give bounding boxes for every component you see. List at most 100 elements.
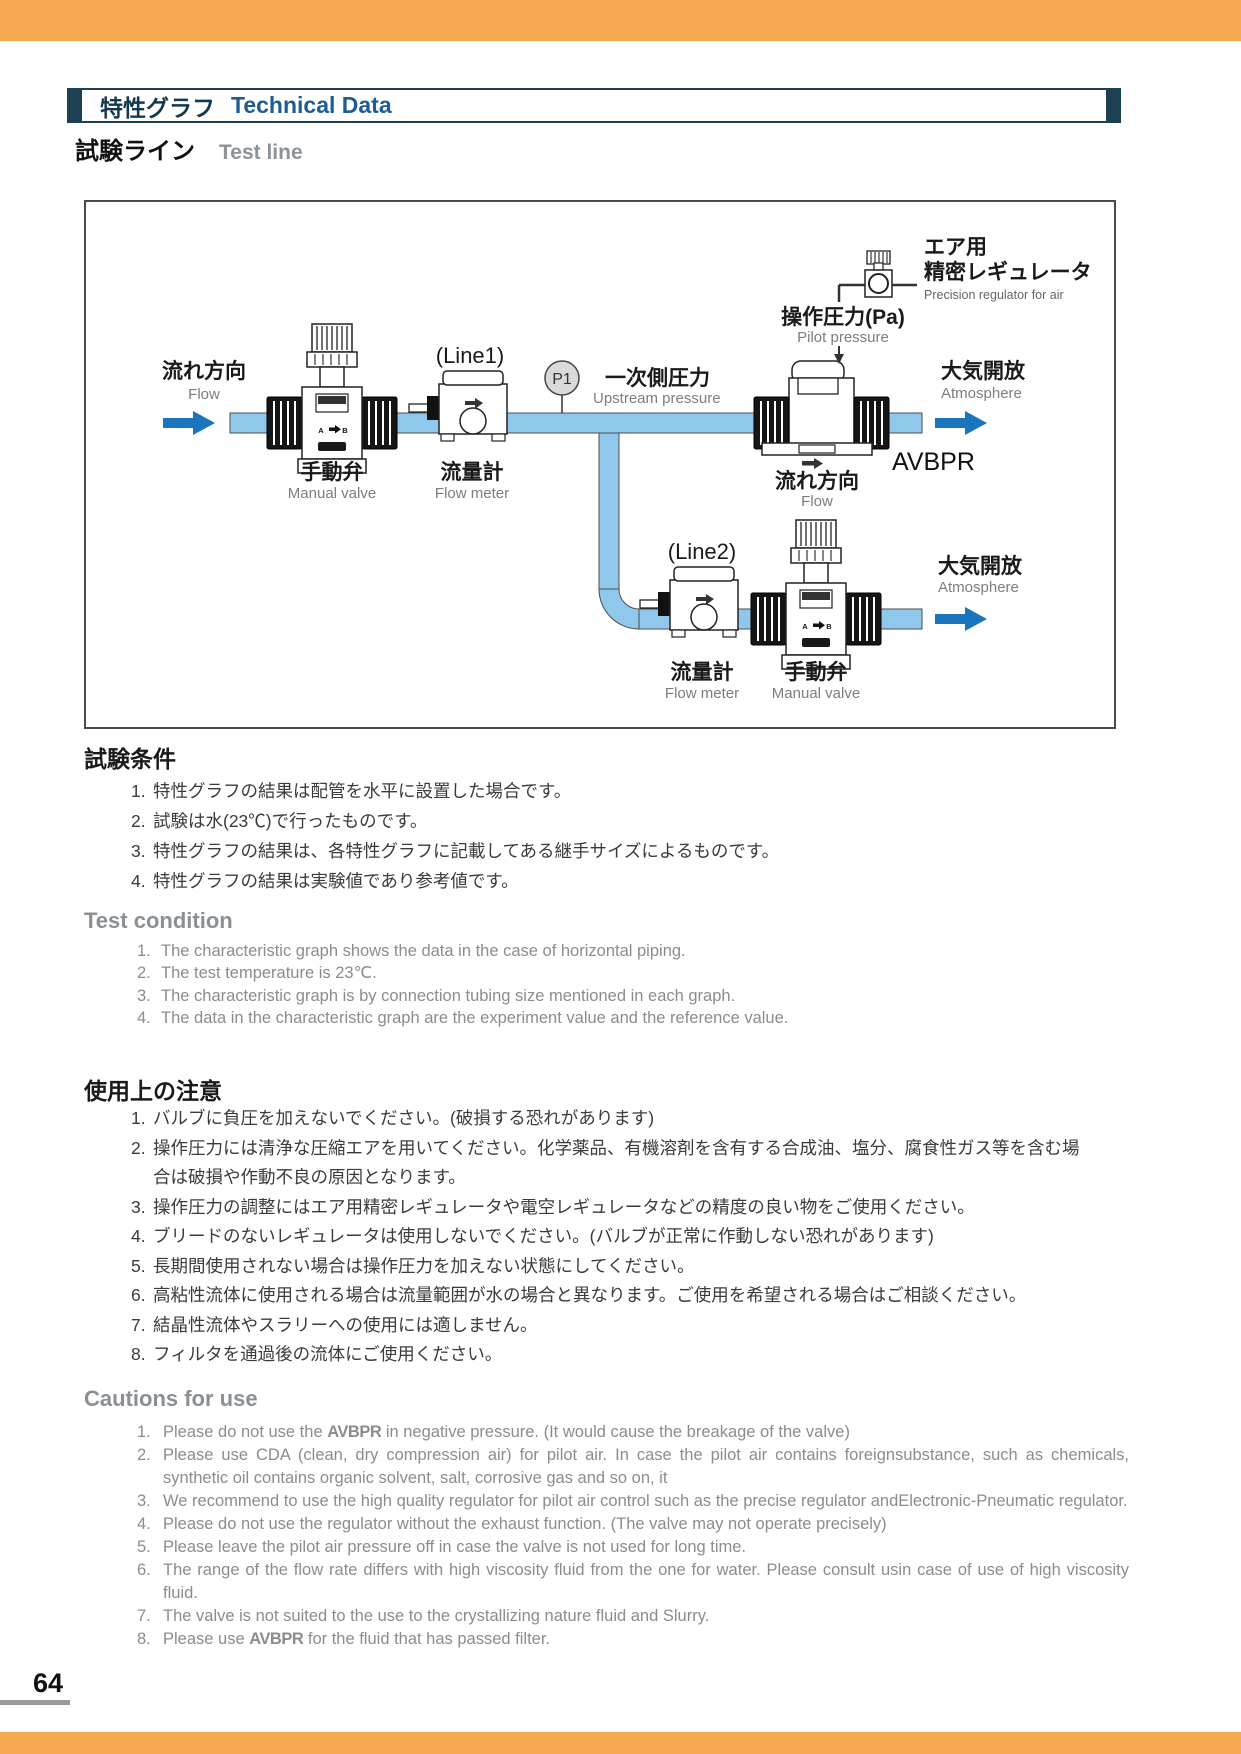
manual-valve-2-label-en: Manual valve — [772, 685, 860, 702]
list-item: 2.The test temperature is 23℃. — [137, 962, 1129, 984]
list-item: 1. バルブに負圧を加えないでください。(破損する恐れがあります) — [131, 1104, 1123, 1134]
item-text: ブリードのないレギュレータは使用しないでください。(バルブが正常に作動しない恐れ… — [153, 1226, 934, 1246]
pilot-arrow-icon — [834, 354, 844, 364]
item-number: 3. — [131, 841, 146, 861]
item-text: 結晶性流体やスラリーへの使用には適しません。 — [153, 1314, 538, 1335]
test-condition-list-ja: 1.特性グラフの結果は配管を水平に設置した場合です。 2. 試験は水(23℃)で行… — [131, 776, 1121, 896]
list-item: 4. ブリードのないレギュレータは使用しないでください。(バルブが正常に作動しない… — [131, 1222, 1123, 1252]
item-number: 1. — [137, 942, 151, 960]
pilot-pressure-label-ja: 操作圧力(Pa) — [781, 305, 905, 329]
page-number: 64 — [33, 1668, 64, 1698]
flow-meter-2-label-ja: 流量計 — [671, 660, 734, 684]
flow-right-label-en: Flow — [801, 493, 833, 510]
line1-label: (Line1) — [436, 343, 504, 368]
avbpr-valve-symbol — [753, 360, 890, 469]
item-text: 操作圧力には清浄な圧縮エアを用いてください。化学薬品、有機溶剤を含有する合成油、… — [153, 1137, 1080, 1188]
manual-valve-1-label-ja: 手動弁 — [301, 460, 364, 484]
item-text: Please use AVBPR for the fluid that has … — [163, 1628, 1129, 1651]
avbpr-label: AVBPR — [892, 448, 975, 476]
item-number: 6. — [131, 1285, 146, 1305]
item-text: 操作圧力の調整にはエア用精密レギュレータや電空レギュレータなどの精度の良い物をご… — [153, 1196, 975, 1217]
gauge-p1-label: P1 — [552, 371, 572, 388]
flow-meter-2-label-en: Flow meter — [665, 685, 739, 702]
item-number: 4. — [137, 1009, 151, 1028]
list-item: 6. 高粘性流体に使用される場合は流量範囲が水の場合と異なります。ご使用を希望され… — [131, 1281, 1123, 1311]
line2-label: (Line2) — [668, 539, 736, 564]
section-header-bar: 特性グラフ Technical Data — [67, 88, 1121, 123]
item-text-post: for the fluid that has passed filter. — [303, 1630, 551, 1648]
item-text: バルブに負圧を加えないでください。(破損する恐れがあります) — [153, 1108, 655, 1128]
test-condition-heading-ja: 試験条件 — [84, 746, 176, 772]
pressure-gauge-p1: P1 — [544, 360, 580, 413]
item-number: 8. — [131, 1344, 146, 1364]
item-text: 高粘性流体に使用される場合は流量範囲が水の場合と異なります。ご使用を希望される場… — [153, 1285, 1027, 1305]
item-number: 1. — [131, 1108, 146, 1128]
page-number-underline — [0, 1700, 70, 1705]
list-item: 1.Please do not use the AVBPR in negativ… — [137, 1421, 1129, 1444]
upstream-pressure-label-en: Upstream pressure — [593, 390, 721, 407]
avbpr-brand: AVBPR — [327, 1423, 382, 1441]
item-text: Please do not use the regulator without … — [163, 1515, 887, 1533]
item-number: 2. — [137, 1446, 151, 1464]
header-navy-block-left — [69, 90, 82, 121]
item-text: The data in the characteristic graph are… — [161, 1009, 789, 1028]
item-number: 7. — [131, 1314, 146, 1335]
test-line-heading-ja: 試験ライン — [75, 138, 195, 165]
atmosphere-2-label-ja: 大気開放 — [938, 554, 1023, 578]
item-text: The characteristic graph shows the data … — [161, 942, 686, 960]
air-regulator-label-ja1: エア用 — [924, 236, 987, 259]
item-number: 3. — [131, 1196, 146, 1217]
list-item: 8. Please use AVBPR for the fluid that ha… — [137, 1628, 1129, 1651]
flow-left-label-ja: 流れ方向 — [162, 359, 246, 383]
item-text-pre: Please do not use the — [163, 1423, 328, 1441]
pilot-air-line — [834, 283, 917, 364]
upstream-pressure-label-ja: 一次側圧力 — [605, 366, 710, 390]
manual-valve-1-label-en: Manual valve — [288, 485, 376, 502]
item-text: 長期間使用されない場合は操作圧力を加えない状態にしてください。 — [153, 1255, 695, 1276]
item-number: 2. — [131, 811, 146, 831]
test-condition-heading-en: Test condition — [84, 908, 233, 933]
cautions-list-en: 1.Please do not use the AVBPR in negativ… — [137, 1421, 1129, 1651]
list-item: 6.The range of the flow rate differs wit… — [137, 1559, 1129, 1605]
pipe-line1 — [229, 412, 923, 434]
list-item: 3.We recommend to use the high quality r… — [137, 1490, 1129, 1513]
list-item: 1.特性グラフの結果は配管を水平に設置した場合です。 — [131, 776, 1121, 806]
list-item: 8. フィルタを通過後の流体にご使用ください。 — [131, 1340, 1123, 1370]
list-item: 3. 操作圧力の調整にはエア用精密レギュレータや電空レギュレータなどの精度の良い物… — [131, 1193, 1123, 1223]
test-line-diagram: A B — [84, 200, 1116, 729]
atmosphere-1-label-en: Atmosphere — [941, 385, 1022, 402]
item-text: We recommend to use the high quality reg… — [163, 1492, 1128, 1510]
item-number: 5. — [131, 1255, 146, 1276]
item-number: 7. — [137, 1607, 151, 1625]
cautions-list-ja: 1.バルブに負圧を加えないでください。(破損する恐れがあります) 2.操作圧力に… — [131, 1104, 1123, 1370]
pipe-branch-vertical — [598, 432, 620, 590]
list-item: 1. The characteristic graph shows the dat… — [137, 940, 1129, 962]
atmosphere-2-label-en: Atmosphere — [938, 579, 1019, 596]
item-text: The range of the flow rate differs with … — [163, 1561, 1129, 1602]
list-item: 4. 特性グラフの結果は実験値であり参考値です。 — [131, 866, 1121, 896]
flow-right-label-ja: 流れ方向 — [775, 469, 859, 493]
header-navy-block-right — [1106, 90, 1119, 121]
test-line-diagram-svg: A B — [162, 236, 1092, 702]
item-text: 特性グラフの結果は配管を水平に設置した場合です。 — [153, 781, 572, 801]
item-number: 4. — [131, 1226, 146, 1246]
air-regulator-label-en: Precision regulator for air — [924, 288, 1064, 302]
list-item: 2.Please use CDA (clean, dry compression… — [137, 1444, 1129, 1490]
item-text: フィルタを通過後の流体にご使用ください。 — [153, 1344, 503, 1364]
item-text: 特性グラフの結果は実験値であり参考値です。 — [153, 871, 519, 891]
item-number: 8. — [137, 1630, 151, 1648]
bottom-orange-band — [0, 1732, 1241, 1754]
manual-valve-2-label-ja: 手動弁 — [785, 660, 848, 684]
flow-arrow-out1-icon — [935, 411, 987, 435]
item-text: The valve is not suited to the use to th… — [163, 1607, 710, 1625]
list-item: 2. 試験は水(23℃)で行ったものです。 — [131, 806, 1121, 836]
precision-regulator-icon — [864, 250, 893, 298]
flow-arrow-out2-icon — [935, 607, 987, 631]
item-text: The characteristic graph is by connectio… — [161, 986, 736, 1005]
pilot-pressure-label-en: Pilot pressure — [797, 329, 889, 346]
item-text: 試験は水(23℃)で行ったものです。 — [153, 811, 428, 831]
item-text-post: in negative pressure. (It would cause th… — [381, 1423, 850, 1441]
list-item: 5. 長期間使用されない場合は操作圧力を加えない状態にしてください。 — [131, 1252, 1123, 1282]
item-number: 4. — [131, 871, 146, 891]
item-number: 5. — [137, 1538, 151, 1556]
